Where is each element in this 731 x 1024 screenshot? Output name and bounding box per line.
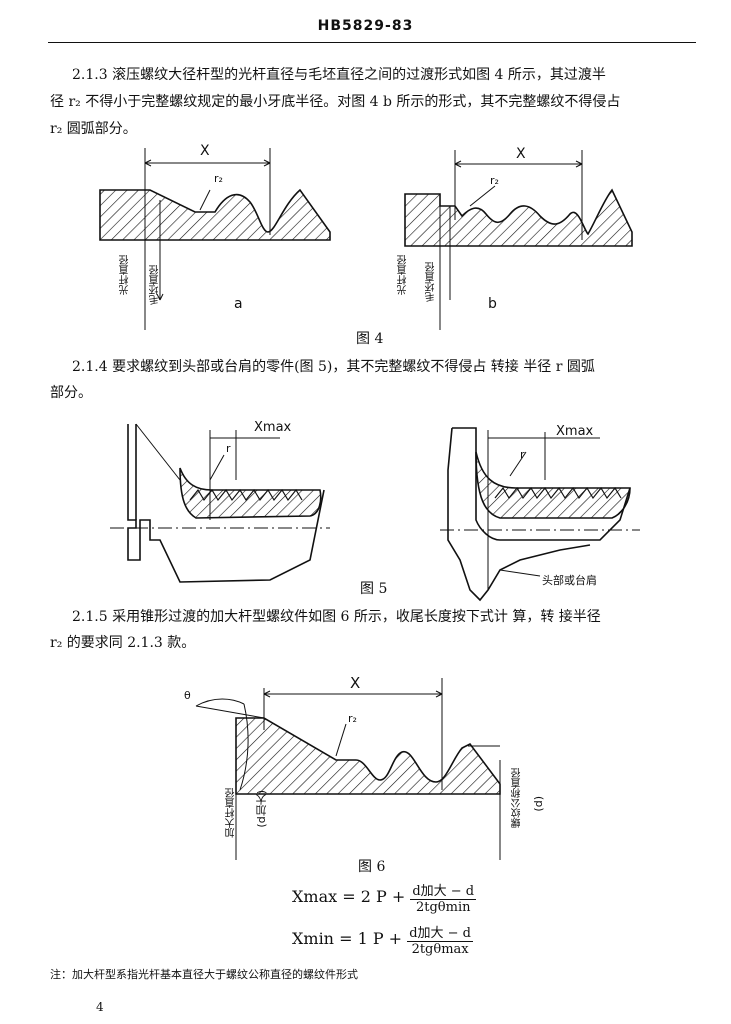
- fig6-dim-x: X: [350, 674, 361, 692]
- para-2-1-3-line1: 2.1.3 滚压螺纹大径杆型的光杆直径与毛坯直径之间的过渡形式如图 4 所示，其…: [72, 67, 606, 83]
- figure-5-left: [110, 423, 330, 583]
- figure-6-caption: 图 6: [358, 859, 386, 875]
- fig6-radius-label: r₂: [348, 712, 357, 725]
- fig6-enlarged-rod-symbol: (d加大): [255, 790, 268, 828]
- para-2-1-4-line1: 2.1.4 要求螺纹到头部或台肩的零件(图 5)，其不完整螺纹不得侵占 转接 半…: [72, 359, 595, 375]
- para-2-1-3-line3: r₂ 圆弧部分。: [50, 121, 137, 137]
- figure-5-right: [440, 427, 640, 602]
- formula-xmax-numerator: d加大 − d: [410, 880, 477, 900]
- formula-xmax-denominator: 2tgθmin: [415, 900, 471, 915]
- formula-xmax-lhs: Xmax = 2 P +: [292, 887, 406, 906]
- fig4b-radius-label: r₂: [490, 174, 499, 187]
- formula-xmin-numerator: d加大 − d: [407, 922, 473, 942]
- formula-xmin-fraction: d加大 − d 2tgθmax: [407, 922, 473, 957]
- formula-xmax: Xmax = 2 P + d加大 − d 2tgθmin: [292, 880, 477, 915]
- figure-5-caption: 图 5: [360, 581, 388, 597]
- fig5-left-radius-label: r: [226, 442, 231, 455]
- para-2-1-4-line2: 部分。: [50, 385, 92, 401]
- fig4a-sublabel: a: [234, 296, 243, 312]
- standard-number: HB5829-83: [317, 18, 414, 34]
- fig6-angle-label: θ: [184, 689, 191, 702]
- figure-4-caption: 图 4: [356, 331, 384, 347]
- fig4b-sublabel: b: [488, 296, 497, 312]
- formula-xmin: Xmin = 1 P + d加大 − d 2tgθmax: [292, 922, 473, 957]
- fig6-thread-dia-label: 螺纹公称直径: [512, 768, 523, 828]
- formula-xmin-denominator: 2tgθmax: [411, 942, 469, 957]
- fig5-right-radius-label: r: [520, 448, 525, 461]
- fig5-right-dim-xmax: Xmax: [556, 424, 594, 439]
- para-2-1-5-line2: r₂ 的要求同 2.1.3 款。: [50, 635, 196, 651]
- formula-xmax-fraction: d加大 − d 2tgθmin: [410, 880, 477, 915]
- para-2-1-5-line1: 2.1.5 采用锥形过渡的加大杆型螺纹件如图 6 所示，收尾长度按下式计 算，转…: [72, 609, 601, 625]
- fig6-enlarged-rod-label: 加大杆直径: [226, 788, 237, 838]
- fig4a-radius-label: r₂: [214, 172, 223, 185]
- formula-xmin-lhs: Xmin = 1 P +: [292, 929, 403, 948]
- figure-4b: [404, 150, 633, 330]
- figure-4a: [99, 148, 331, 330]
- header-rule: [48, 42, 696, 43]
- page-number: 4: [96, 1000, 104, 1014]
- fig5-shoulder-callout: 头部或台肩: [542, 574, 597, 587]
- fig6-thread-dia-symbol: (d): [532, 796, 545, 812]
- fig4a-dim-x: X: [200, 143, 210, 159]
- fig5-left-dim-xmax: Xmax: [254, 420, 292, 435]
- fig4b-dim-x: X: [516, 146, 526, 162]
- para-2-1-3-line2: 径 r₂ 不得小于完整螺纹规定的最小牙底半径。对图 4 b 所示的形式，其不完整…: [50, 94, 621, 110]
- footnote: 注：加大杆型系指光杆基本直径大于螺纹公称直径的螺纹件形式: [50, 968, 358, 981]
